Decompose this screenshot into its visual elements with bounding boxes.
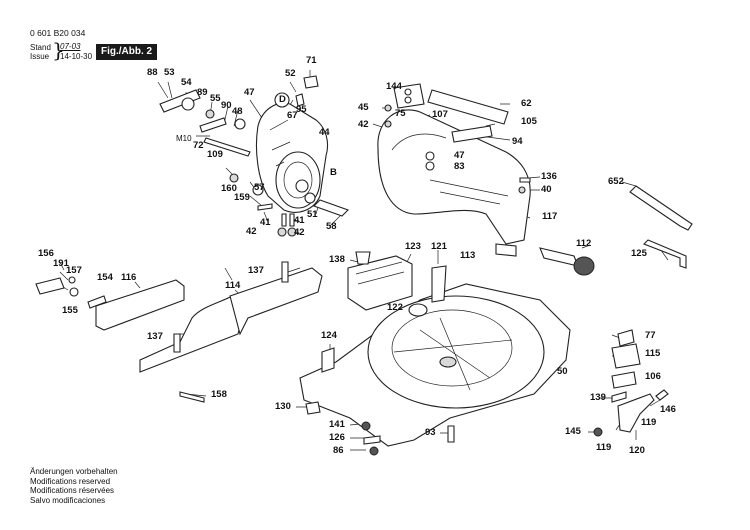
callout-114: 114	[225, 280, 241, 291]
callout-77: 77	[645, 330, 656, 341]
callout-88: 88	[147, 67, 158, 78]
callout-154: 154	[97, 272, 113, 283]
callout-93: 93	[425, 427, 436, 438]
callout-54: 54	[181, 77, 192, 88]
callout-55: 55	[210, 93, 221, 104]
callout-160: 160	[221, 183, 237, 194]
callout-120: 120	[629, 445, 645, 456]
callout-62: 62	[521, 98, 532, 109]
issue-value: 14-10-30	[60, 52, 93, 61]
callout-94: 94	[512, 136, 523, 147]
callout-138: 138	[329, 254, 345, 265]
callout-45: 45	[358, 102, 369, 113]
callout-191: 191	[53, 258, 69, 269]
callout-145: 145	[565, 426, 581, 437]
callout-126: 126	[329, 432, 345, 443]
callout-119-right: 119	[641, 417, 657, 428]
callout-71: 71	[306, 55, 317, 66]
callout-42-left: 42	[246, 226, 257, 237]
callout-117: 117	[542, 211, 558, 222]
fence-and-clamp-parts	[35, 261, 323, 403]
callout-42-upper: 42	[358, 119, 369, 130]
callout-44: 44	[319, 127, 330, 138]
base-and-turntable	[299, 251, 571, 456]
callout-90: 90	[221, 100, 232, 111]
callout-123: 123	[405, 241, 421, 252]
callout-122: 122	[387, 302, 403, 313]
callout-47-upper: 47	[454, 150, 465, 161]
callout-136: 136	[541, 171, 557, 182]
callout-157: 157	[66, 265, 82, 276]
callout-b: B	[330, 167, 337, 178]
callout-95: 95	[296, 104, 307, 115]
callout-57: 57	[254, 182, 265, 193]
callout-83: 83	[454, 161, 465, 172]
callout-67: 67	[287, 110, 298, 121]
callout-119-lower: 119	[596, 442, 612, 453]
callout-112: 112	[576, 238, 592, 249]
brace-symbol: }	[52, 38, 65, 62]
callout-40: 40	[541, 184, 552, 195]
stand-label: Stand	[30, 43, 51, 52]
callout-158: 158	[211, 389, 227, 400]
callout-41-right: 41	[294, 215, 305, 226]
callout-105: 105	[521, 116, 537, 127]
callout-113: 113	[460, 250, 476, 261]
callout-146: 146	[660, 404, 676, 415]
callout-53: 53	[164, 67, 175, 78]
callout-144: 144	[386, 81, 402, 92]
callout-41-left: 41	[260, 217, 271, 228]
callout-139: 139	[590, 392, 606, 403]
callout-124: 124	[321, 330, 337, 341]
callout-125: 125	[631, 248, 647, 259]
callout-137-lower: 137	[147, 331, 163, 342]
callout-58: 58	[326, 221, 337, 232]
callout-89: 89	[197, 87, 208, 98]
issue-label: Issue	[30, 52, 50, 61]
callout-86: 86	[333, 445, 344, 456]
callout-48: 48	[232, 106, 243, 117]
callout-137-upper: 137	[248, 265, 264, 276]
callout-52: 52	[285, 68, 296, 79]
callout-m10: M10	[176, 134, 192, 143]
callout-42-right: 42	[294, 227, 305, 238]
stand-value: 07-03	[60, 42, 81, 51]
callout-50: 50	[557, 366, 568, 377]
note-german: Änderungen vorbehalten	[30, 467, 118, 476]
callout-116: 116	[121, 272, 137, 283]
callout-106: 106	[645, 371, 661, 382]
callout-155: 155	[62, 305, 78, 316]
saw-head-assembly	[159, 75, 350, 237]
callout-652: 652	[608, 176, 624, 187]
callout-141: 141	[329, 419, 345, 430]
figure-label: Fig./Abb. 2	[96, 44, 158, 60]
note-french: Modifications réservées	[30, 486, 115, 496]
callout-51: 51	[307, 209, 318, 220]
callout-130: 130	[275, 401, 291, 412]
callout-47: 47	[244, 87, 255, 98]
blade-guard-assembly	[377, 83, 595, 276]
callout-115: 115	[645, 348, 661, 359]
callout-121: 121	[431, 241, 447, 252]
document-number: 0 601 B20 034	[30, 28, 86, 38]
callout-72: 72	[193, 140, 204, 151]
accessory-tools	[593, 185, 693, 437]
modifications-note: Änderungen vorbehalten Modifications res…	[30, 467, 118, 505]
callout-156: 156	[38, 248, 54, 259]
callout-107: 107	[432, 109, 448, 120]
callout-d: D	[279, 94, 286, 105]
callout-109: 109	[207, 149, 223, 160]
callout-75: 75	[395, 108, 406, 119]
note-english: Modifications reserved	[30, 476, 111, 486]
callout-159: 159	[234, 192, 250, 203]
note-spanish: Salvo modificaciones	[30, 495, 106, 505]
